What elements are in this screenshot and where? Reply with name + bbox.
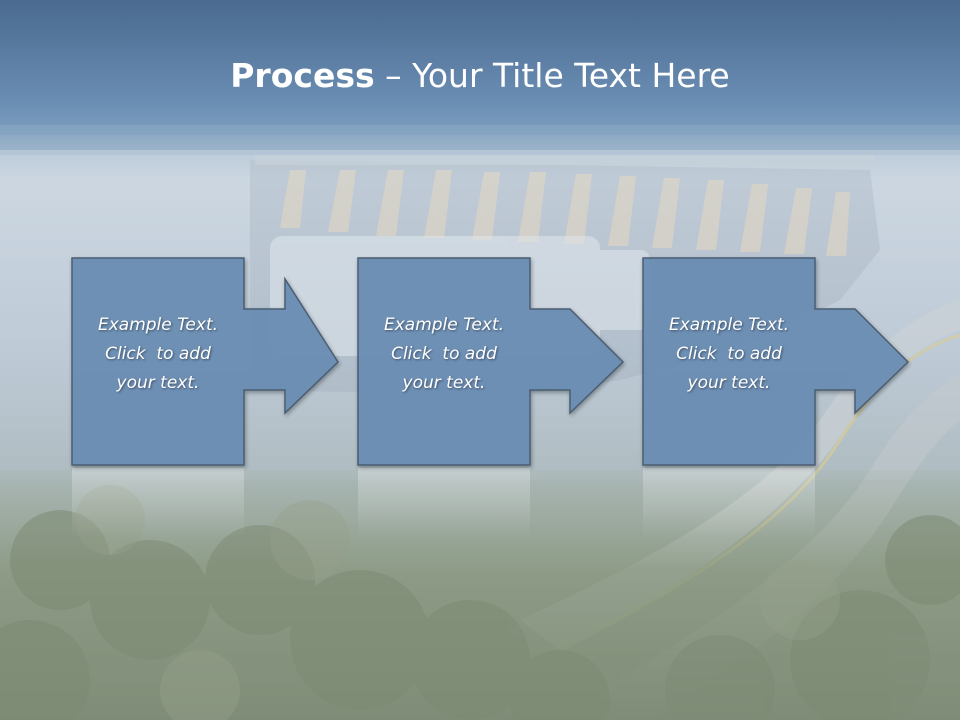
step-1-line-3: your text. xyxy=(116,373,200,393)
title-bold-text: Process xyxy=(230,56,375,95)
step-1-arrow-shape[interactable] xyxy=(71,257,339,466)
step-1-line-1: Example Text. xyxy=(97,315,219,335)
step-2-line-2: Click to add xyxy=(391,344,497,364)
step-1-line-2: Click to add xyxy=(105,344,211,364)
step-3-text[interactable]: Example Text. Click to add your text. xyxy=(643,311,815,398)
step-2-text[interactable]: Example Text. Click to add your text. xyxy=(358,311,530,398)
title-rest-text: – Your Title Text Here xyxy=(374,56,730,95)
step-3-line-3: your text. xyxy=(687,373,771,393)
slide-title[interactable]: Process – Your Title Text Here xyxy=(0,54,960,98)
step-3-line-1: Example Text. xyxy=(668,315,790,335)
step-2-line-3: your text. xyxy=(402,373,486,393)
step-3-reflection xyxy=(643,468,815,538)
step-2-reflection xyxy=(358,468,530,538)
step-2-arrow-shape[interactable] xyxy=(357,257,625,466)
step-1-reflection xyxy=(72,468,244,538)
step-3-line-2: Click to add xyxy=(676,344,782,364)
step-1-text[interactable]: Example Text. Click to add your text. xyxy=(72,311,244,398)
step-3-arrow-shape[interactable] xyxy=(642,257,910,466)
step-2-line-1: Example Text. xyxy=(383,315,505,335)
